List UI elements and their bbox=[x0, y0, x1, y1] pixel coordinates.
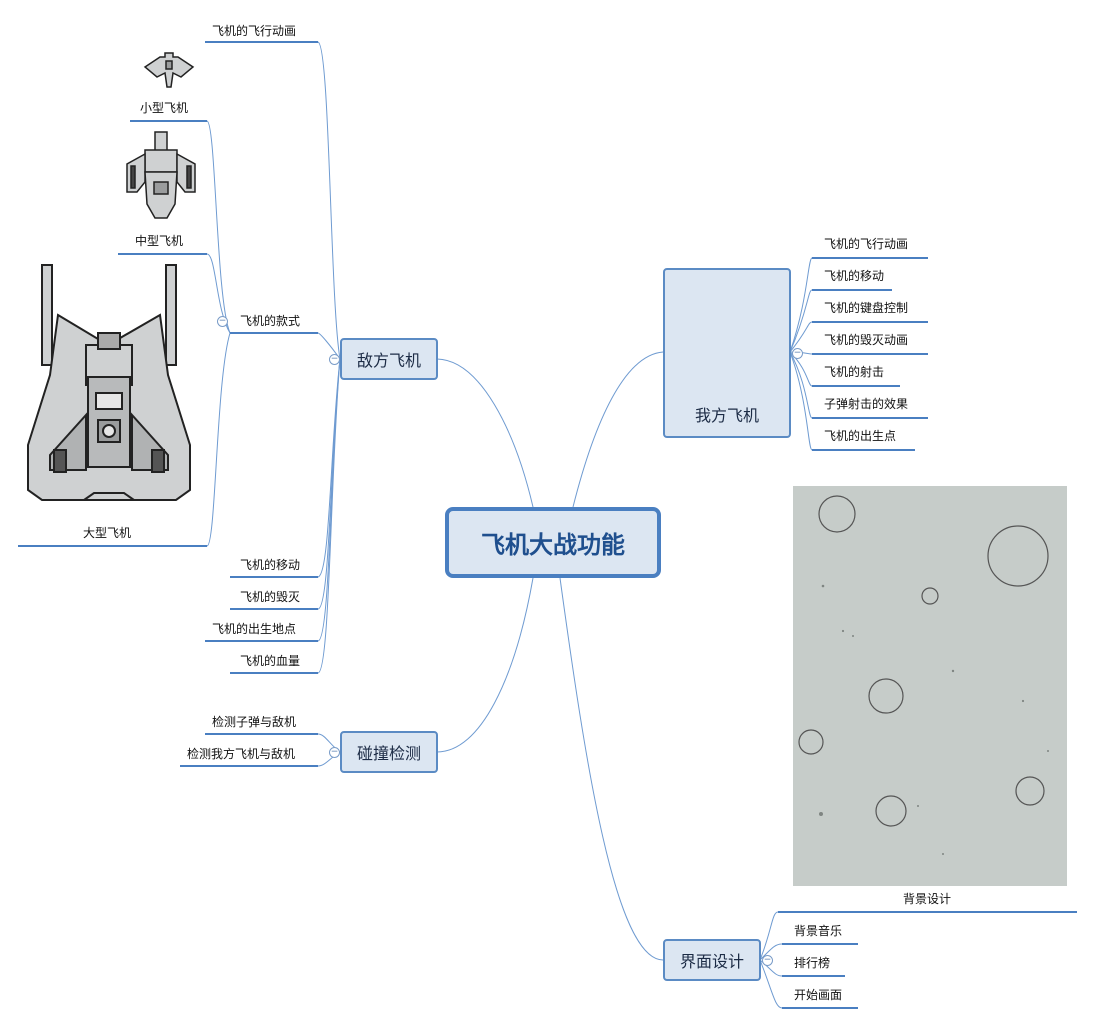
large-enemy-plane-icon bbox=[27, 264, 191, 501]
ui-item[interactable]: 开始画面 bbox=[794, 988, 843, 1002]
enemy-fly-animation[interactable]: 飞机的飞行动画 bbox=[212, 24, 297, 38]
collision-item[interactable]: 检测子弹与敌机 bbox=[212, 715, 297, 729]
ui-collapse-toggle-icon[interactable]: − bbox=[762, 955, 773, 966]
player-item[interactable]: 飞机的射击 bbox=[824, 365, 885, 379]
player-item[interactable]: 飞机的键盘控制 bbox=[824, 301, 909, 315]
player-collapse-toggle-icon[interactable]: − bbox=[792, 348, 803, 359]
medium-plane-label[interactable]: 中型飞机 bbox=[135, 234, 184, 248]
ui-item[interactable]: 背景音乐 bbox=[794, 924, 843, 938]
root-node[interactable]: 飞机大战功能 bbox=[445, 507, 661, 578]
background-design-image bbox=[793, 486, 1067, 886]
enemy-destroy[interactable]: 飞机的毁灭 bbox=[240, 590, 301, 604]
small-plane-label[interactable]: 小型飞机 bbox=[140, 101, 189, 115]
player-item[interactable]: 飞机的移动 bbox=[824, 269, 885, 283]
enemy-plane-label: 敌方飞机 bbox=[356, 351, 421, 370]
collision-collapse-toggle-icon[interactable]: − bbox=[329, 747, 340, 758]
styles-collapse-toggle-icon[interactable]: − bbox=[217, 316, 228, 327]
ui-item[interactable]: 排行榜 bbox=[794, 956, 831, 970]
player-plane-label: 我方飞机 bbox=[694, 406, 759, 425]
collision-item[interactable]: 检测我方飞机与敌机 bbox=[187, 747, 296, 761]
asteroid-field-icon bbox=[798, 495, 1049, 855]
enemy-move[interactable]: 飞机的移动 bbox=[240, 558, 301, 572]
ui-design-node[interactable]: 界面设计 bbox=[663, 939, 761, 981]
root-label: 飞机大战功能 bbox=[481, 531, 625, 559]
player-item[interactable]: 飞机的飞行动画 bbox=[824, 237, 909, 251]
collision-label: 碰撞检测 bbox=[356, 744, 421, 763]
enemy-collapse-toggle-icon[interactable]: − bbox=[329, 354, 340, 365]
enemy-spawn[interactable]: 飞机的出生地点 bbox=[212, 622, 297, 636]
ui-design-label: 界面设计 bbox=[679, 952, 744, 971]
medium-enemy-plane-icon bbox=[126, 131, 196, 219]
player-item[interactable]: 子弹射击的效果 bbox=[824, 397, 909, 411]
collision-node[interactable]: 碰撞检测 bbox=[340, 731, 438, 773]
player-item[interactable]: 飞机的毁灭动画 bbox=[824, 333, 909, 347]
small-enemy-plane-icon bbox=[143, 52, 195, 88]
enemy-hp[interactable]: 飞机的血量 bbox=[240, 654, 301, 668]
large-plane-label[interactable]: 大型飞机 bbox=[83, 526, 132, 540]
enemy-styles[interactable]: 飞机的款式 bbox=[240, 314, 301, 328]
enemy-plane-node[interactable]: 敌方飞机 bbox=[340, 338, 438, 380]
player-item[interactable]: 飞机的出生点 bbox=[824, 429, 897, 443]
background-design-label[interactable]: 背景设计 bbox=[903, 892, 952, 906]
player-plane-node[interactable]: 我方飞机 bbox=[663, 268, 791, 438]
